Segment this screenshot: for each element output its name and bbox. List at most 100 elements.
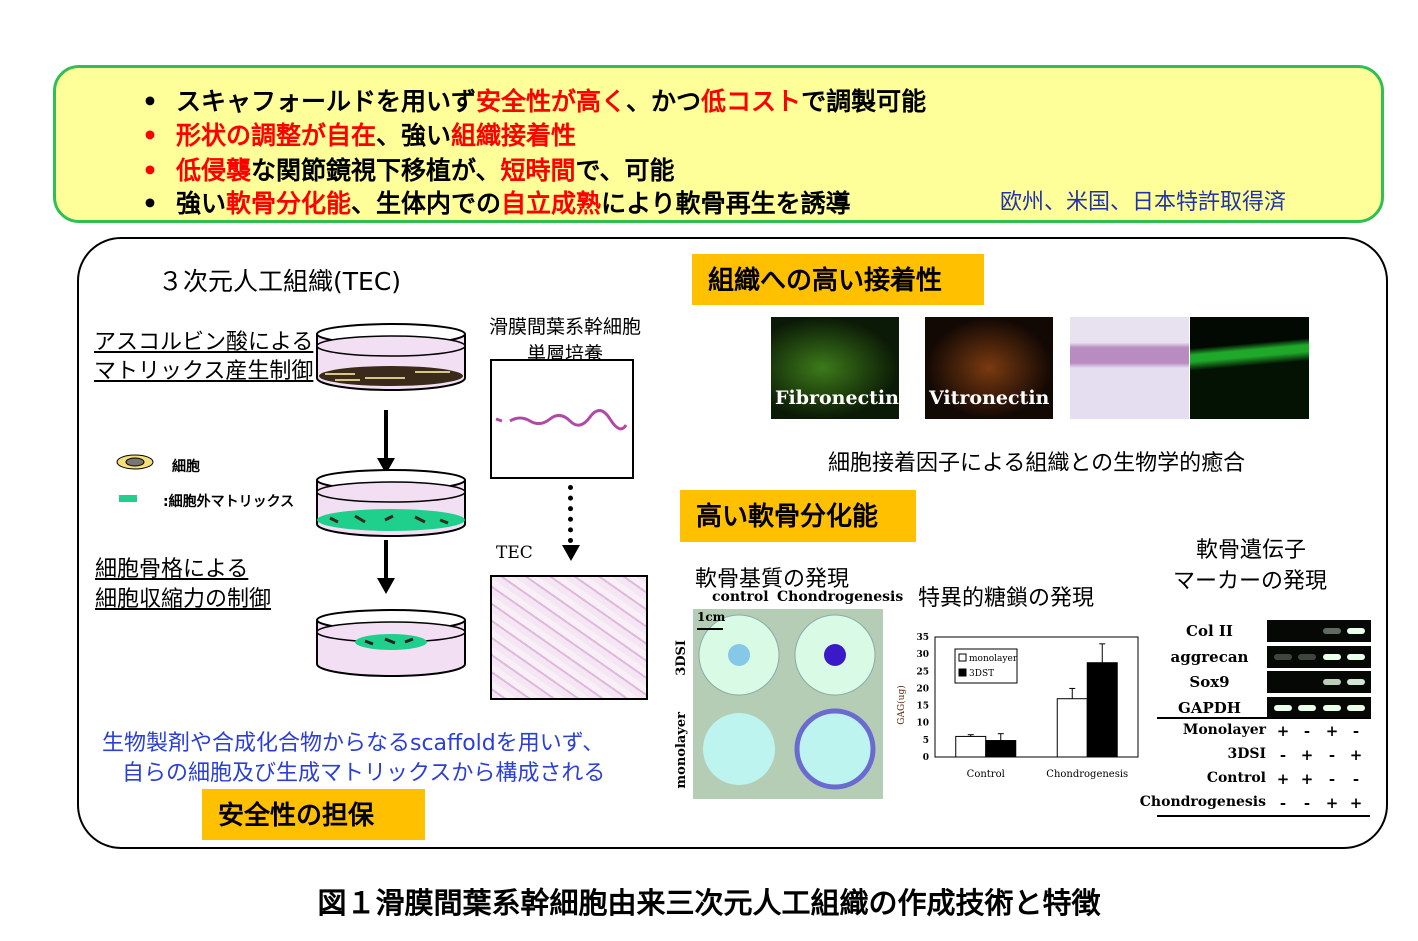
- alcian-blue-wells-image: [693, 609, 883, 799]
- condition-sign: -: [1279, 794, 1287, 812]
- y-tick-label: 25: [916, 667, 929, 677]
- condition-sign: -: [1352, 722, 1360, 740]
- culture-dish-3: [316, 609, 466, 677]
- condition-sign: -: [1303, 722, 1311, 740]
- legend-swatch: [958, 653, 967, 662]
- legend-label: monolayer: [969, 654, 1018, 664]
- bullet-text: により軟骨再生を誘導: [601, 189, 851, 218]
- condition-sign: -: [1279, 746, 1287, 764]
- fibronectin-image: Fibronectin: [771, 317, 899, 419]
- y-tick-label: 30: [916, 650, 929, 660]
- row-label-3dsi: 3DSI: [674, 640, 689, 676]
- cytoskeleton-label-1: 細胞骨格による: [95, 557, 249, 582]
- gene-title-2: マーカーの発現: [1173, 569, 1328, 594]
- safety-badge: 安全性の担保: [202, 789, 425, 840]
- gel-band: [1323, 653, 1341, 660]
- dotted-arrow-head: [562, 545, 580, 561]
- y-tick-label: 35: [916, 633, 929, 643]
- table-rule: [1157, 815, 1370, 817]
- scale-bar-label: 1cm: [697, 610, 726, 624]
- chondrogenesis-badge: 高い軟骨分化能: [680, 490, 916, 542]
- gel-band: [1274, 704, 1292, 711]
- scaffold-note-1: 生物製剤や合成化合物からなるscaffoldを用いず、: [102, 731, 605, 756]
- summary-bullet: •強い軟骨分化能、生体内での自立成熟により軟骨再生を誘導: [142, 184, 851, 220]
- bullet-text: 、強い: [376, 121, 452, 150]
- gene-label: Sox9: [1189, 673, 1230, 691]
- bullet-text: スキャフォールドを用いず: [176, 87, 477, 116]
- table-rule: [1157, 717, 1370, 719]
- condition-sign: +: [1300, 770, 1314, 788]
- gene-label: aggrecan: [1170, 647, 1249, 666]
- gel-band: [1347, 628, 1365, 634]
- process-arrow-2: [384, 540, 388, 580]
- highlight-text: 組織接着性: [451, 121, 577, 150]
- summary-bullet: • 形状の調整が自在、強い組織接着性: [142, 116, 576, 152]
- condition-label: Monolayer: [1182, 722, 1266, 738]
- y-tick-label: 20: [916, 684, 929, 694]
- fluorescence-image: [1190, 317, 1309, 419]
- adhesion-badge: 組織への高い接着性: [692, 254, 984, 305]
- condition-label: Control: [1206, 770, 1266, 786]
- gel-lane-row: [1267, 620, 1371, 642]
- scaffold-note-2: 自らの細胞及び生成マトリックスから構成される: [122, 761, 606, 786]
- row-label-monolayer: monolayer: [674, 712, 689, 789]
- condition-sign: -: [1303, 794, 1311, 812]
- condition-sign: -: [1352, 770, 1360, 788]
- culture-dish-1: [316, 323, 466, 391]
- bar-monolayer: [1056, 698, 1088, 758]
- legend-ecm-label: :細胞外マトリックス: [163, 494, 295, 510]
- gene-title-1: 軟骨遺伝子: [1196, 538, 1307, 563]
- bullet-dot: •: [142, 87, 158, 116]
- bullet-text: 、かつ: [626, 87, 702, 116]
- gel-band: [1298, 653, 1316, 660]
- bullet-dot: •: [142, 156, 158, 185]
- gel-band: [1347, 653, 1365, 660]
- monolayer-label: 滑膜間葉系幹細胞 単層培養: [480, 312, 650, 366]
- gel-band: [1323, 628, 1341, 634]
- condition-sign: +: [1300, 746, 1314, 764]
- bar-3DST: [1086, 662, 1118, 758]
- gene-label: Col II: [1186, 622, 1233, 640]
- summary-bullet: •低侵襲な関節鏡視下移植が、短時間で、可能: [142, 151, 675, 187]
- process-arrow-1: [384, 410, 388, 460]
- matrix-title: 軟骨基質の発現: [695, 567, 850, 592]
- condition-sign: +: [1349, 794, 1363, 812]
- highlight-text: 安全性が高く: [476, 87, 627, 116]
- gel-band: [1323, 679, 1341, 685]
- bar-3DST: [985, 740, 1017, 758]
- y-tick-label: 0: [923, 753, 929, 763]
- x-tick-label: Chondrogenesis: [1046, 769, 1128, 780]
- bullet-text: で、可能: [575, 156, 675, 185]
- ascorbic-label-1: アスコルビン酸による: [94, 330, 314, 355]
- condition-sign: +: [1349, 746, 1363, 764]
- bullet-dot: •: [142, 121, 158, 150]
- tec-histology-image: [490, 575, 648, 700]
- cell-icon: [116, 454, 154, 470]
- condition-sign: -: [1328, 770, 1336, 788]
- gel-lane-row: [1267, 696, 1371, 719]
- gene-label: GAPDH: [1178, 698, 1241, 717]
- gel-lane-row: [1267, 645, 1371, 668]
- y-tick-label: 5: [923, 736, 929, 746]
- bullet-text: 、生体内での: [351, 189, 502, 218]
- condition-sign: +: [1276, 722, 1290, 740]
- bullet-text: で調製可能: [801, 87, 927, 116]
- condition-label: Chondrogenesis: [1139, 794, 1266, 810]
- monolayer-label-1: 滑膜間葉系幹細胞: [488, 316, 641, 338]
- condition-sign: +: [1276, 770, 1290, 788]
- condition-sign: +: [1325, 794, 1339, 812]
- bullet-dot: •: [142, 189, 158, 218]
- col-label-chondrogenesis: Chondrogenesis: [777, 589, 904, 605]
- highlight-text: 形状の調整が自在: [176, 121, 377, 150]
- gel-band: [1347, 679, 1365, 685]
- legend-box: [954, 648, 1018, 684]
- tec-title: ３次元人工組織(TEC): [158, 267, 402, 296]
- gel-band: [1347, 704, 1365, 711]
- adhesion-caption: 細胞接着因子による組織との生物学的癒合: [828, 451, 1246, 476]
- y-tick-label: 15: [916, 702, 929, 712]
- gel-band: [1323, 704, 1341, 711]
- col-label-control: control: [712, 589, 769, 605]
- arrow-head-2: [377, 578, 395, 594]
- monolayer-histology-image: [490, 359, 634, 479]
